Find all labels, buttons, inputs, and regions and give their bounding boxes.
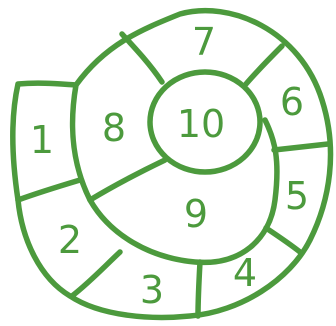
- cell-8-number[interactable]: 8: [102, 106, 126, 150]
- cell-3-number[interactable]: 3: [140, 268, 164, 312]
- cell-1-number[interactable]: 1: [30, 118, 54, 162]
- cell-10-number[interactable]: 10: [177, 102, 225, 146]
- cell-6-number[interactable]: 6: [280, 80, 304, 124]
- divider-3-4: [198, 262, 200, 316]
- divider-8-9: [90, 160, 165, 200]
- divider-5-6: [274, 144, 328, 150]
- cell-9-number[interactable]: 9: [184, 192, 208, 236]
- divider-4-5: [266, 228, 300, 252]
- cell-5-number[interactable]: 5: [285, 174, 309, 218]
- cell-2-number[interactable]: 2: [58, 218, 82, 262]
- divider-1-2: [18, 180, 80, 200]
- cell-4-number[interactable]: 4: [233, 251, 257, 295]
- cell-7-number[interactable]: 7: [192, 20, 216, 64]
- spiral-outline: [13, 11, 331, 318]
- divider-7-8: [122, 34, 162, 82]
- divider-6-7: [246, 46, 282, 84]
